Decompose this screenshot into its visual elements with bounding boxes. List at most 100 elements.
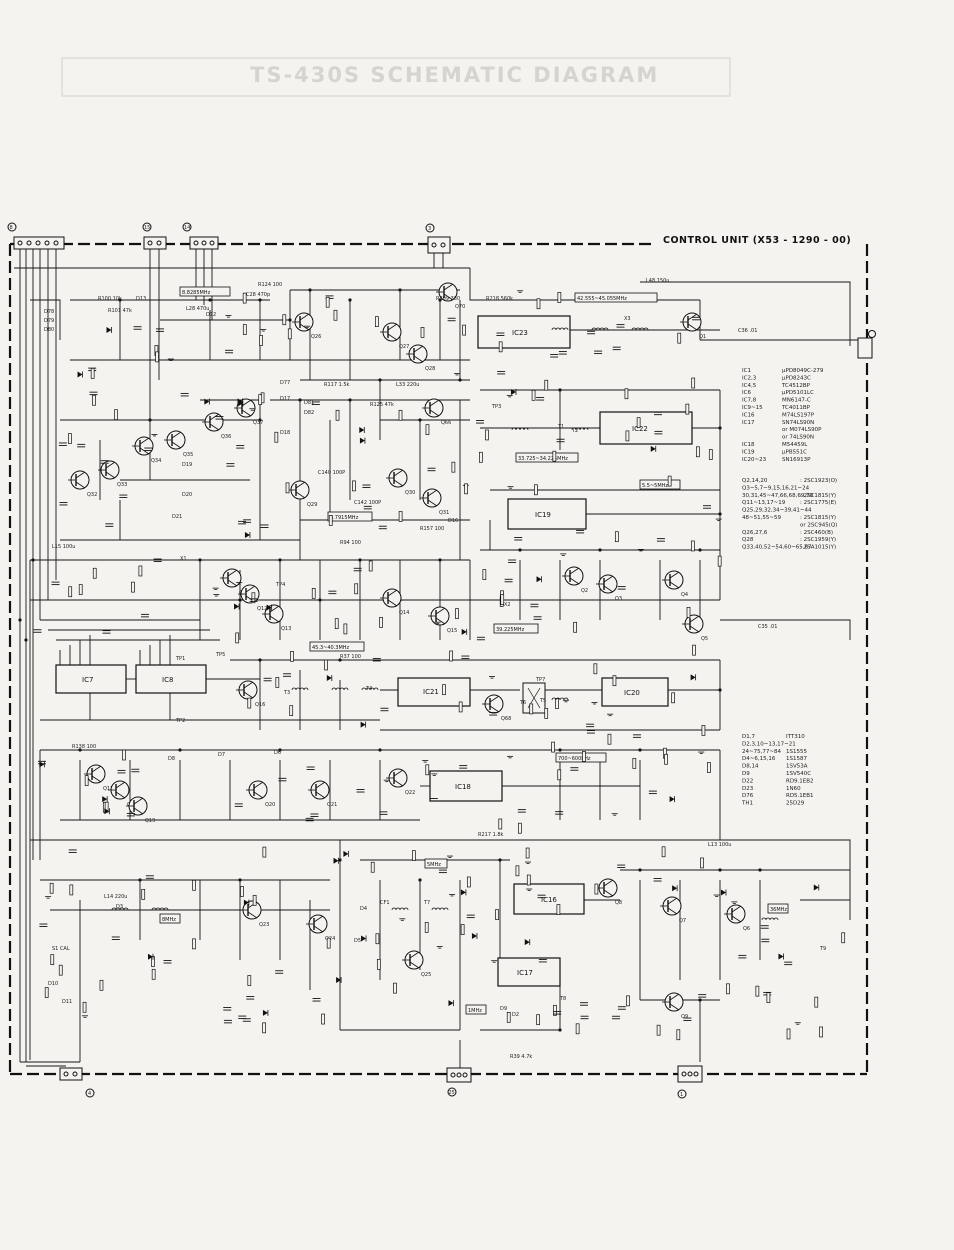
junction-dot (418, 878, 422, 882)
table-key: D4~6,15,16 (742, 756, 776, 762)
frequency-callout: 36MHz (767, 903, 789, 914)
component-designator: D9 (500, 1006, 507, 1012)
resistor (700, 857, 704, 869)
junction-dot (278, 748, 282, 752)
resistor (114, 409, 118, 421)
resistor (557, 292, 562, 303)
resistor (282, 314, 287, 326)
diode (361, 935, 367, 942)
ground-symbol (446, 855, 453, 858)
transistor-q2: Q2 (562, 566, 588, 594)
resistor (664, 753, 668, 765)
junction-dot (138, 878, 142, 882)
capacitor (530, 603, 539, 608)
table-key: IC16 (742, 412, 755, 418)
ground-symbol (434, 621, 441, 625)
capacitor (306, 766, 315, 770)
capacitor (39, 923, 48, 927)
component-designator: T5 (539, 698, 546, 704)
component-designator: D3 (116, 904, 123, 910)
ic-block-ic18: IC18 (429, 770, 503, 802)
ic-block-ic20: IC20 (601, 677, 669, 707)
ground-symbol (304, 325, 311, 329)
capacitor (536, 397, 545, 401)
frequency-label: 5MHz (427, 862, 441, 868)
capacitor (238, 520, 247, 525)
transistor-label: Q17 (103, 786, 113, 792)
part-value-label: R157 100 (420, 526, 444, 532)
capacitor (105, 523, 114, 527)
ground-symbol (45, 896, 52, 899)
capacitor (497, 370, 506, 375)
capacitor (570, 767, 579, 771)
inductor-coil (391, 907, 409, 911)
diode (262, 1009, 269, 1016)
capacitor (537, 894, 546, 899)
diode (244, 532, 251, 539)
diode (536, 576, 542, 583)
ground-symbol (399, 918, 406, 921)
capacitor (144, 447, 153, 451)
ground-symbol (507, 486, 514, 489)
resistor (551, 741, 555, 753)
capacitor (242, 1018, 251, 1022)
inductor-coil (361, 687, 379, 691)
resistor (58, 964, 63, 976)
resistor (526, 874, 531, 886)
resistor (92, 567, 97, 579)
table-value: RD9.1EB2 (786, 778, 814, 784)
capacitor (77, 443, 86, 448)
diode (204, 398, 210, 405)
transistor-label: Q4 (681, 592, 688, 598)
capacitor (612, 346, 621, 351)
transistor-q9: Q9 (662, 992, 688, 1020)
table-key: Q26,27,6 (742, 530, 768, 536)
capacitor (617, 864, 626, 869)
resistor (500, 594, 505, 605)
table-value: μPD5101LC (782, 390, 814, 396)
resistor (155, 351, 159, 363)
junction-dot (24, 638, 28, 642)
table-value: 1S1587 (786, 756, 807, 762)
resistor (555, 698, 559, 709)
resistor (274, 431, 279, 443)
capacitor (586, 723, 595, 728)
part-value-label: L48 150u (646, 278, 669, 284)
resistor (529, 703, 534, 715)
diode (343, 850, 349, 857)
resistor (368, 560, 373, 572)
table-value: : 2SC1815(Y) (800, 515, 836, 521)
ground-symbol (249, 408, 256, 411)
capacitor (153, 558, 162, 562)
table-key: IC17 (742, 420, 755, 426)
transistor-label: Q9 (681, 1014, 688, 1020)
junction-dot (258, 298, 262, 302)
resistor (247, 975, 252, 986)
resistor (612, 675, 617, 687)
capacitor (223, 1007, 232, 1011)
resistor (594, 883, 599, 895)
resistor (636, 417, 641, 429)
transistor-label: Q3 (615, 596, 622, 602)
resistor (138, 565, 143, 577)
table-key: Q3~5,7~9,15,16,21~24 (742, 485, 810, 491)
resistor (92, 394, 96, 406)
table-key: 48~51,55~59 (742, 515, 781, 521)
resistor (686, 607, 691, 618)
resistor (556, 904, 561, 915)
junction-dot (438, 298, 442, 302)
resistor (247, 697, 252, 709)
table-key: IC4,5 (742, 383, 757, 389)
resistor (343, 623, 348, 635)
part-value-label: C36 .01 (738, 328, 757, 334)
resistor (515, 865, 520, 877)
junction-dot (178, 748, 182, 752)
component-designator: T1 (557, 424, 564, 430)
junction-dot (718, 688, 722, 692)
junction-dot (348, 298, 352, 302)
transistor-label: Q68 (501, 716, 511, 722)
diode (243, 899, 250, 906)
frequency-label: 39.225MHz (496, 627, 525, 633)
transistor-reference-table: Q2,14,20: 2SC1923(O)Q3~5,7~9,15,16,21~24… (742, 478, 837, 551)
table-value: 25D29 (786, 801, 805, 807)
